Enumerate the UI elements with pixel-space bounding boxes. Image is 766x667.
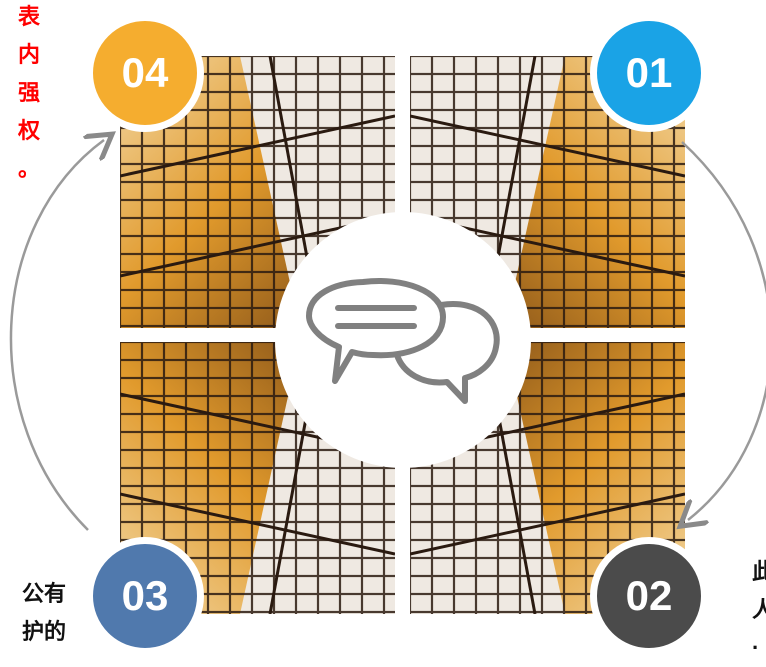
badge-02: 02 <box>590 537 708 655</box>
text-top-left: 表 内 强 权 。 <box>17 4 40 181</box>
badge-03: 03 <box>86 537 204 655</box>
arrow-03-to-04 <box>9 140 104 531</box>
badge-01: 01 <box>590 14 708 132</box>
text-bottom-right: 此 人 · <box>752 559 766 660</box>
badge-04: 04 <box>86 14 204 132</box>
speech-bubbles-icon <box>306 278 500 404</box>
center-disc <box>275 212 531 468</box>
text-bottom-left: 公有 护的 <box>21 581 66 644</box>
arrow-01-to-02 <box>682 141 766 520</box>
